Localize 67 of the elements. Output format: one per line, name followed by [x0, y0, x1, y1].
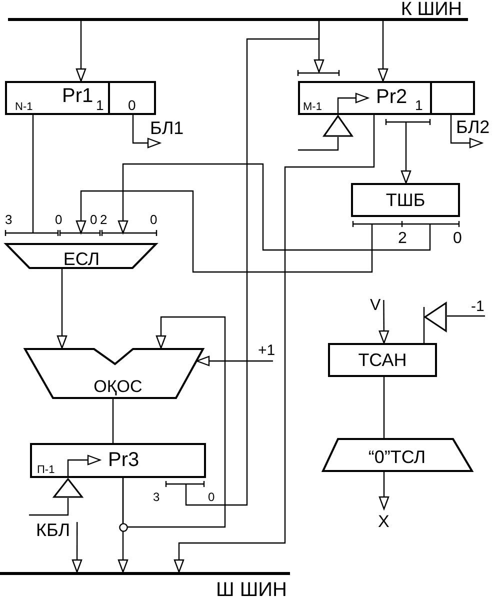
triangle-symbol — [323, 115, 353, 137]
arrow — [378, 300, 390, 344]
bit-index: П-1 — [37, 464, 55, 476]
block-label: “0”ТСЛ — [368, 448, 426, 466]
signal-label: БЛ2 — [456, 118, 490, 136]
arrow — [56, 269, 68, 349]
connector-line — [32, 115, 34, 233]
logic-block — [328, 343, 437, 377]
alu-block — [24, 348, 204, 399]
register-box — [30, 443, 206, 478]
signal-label: КБЛ — [36, 521, 70, 539]
register-label: Pr3 — [108, 450, 140, 470]
arrow — [72, 522, 82, 573]
arrow — [450, 115, 483, 148]
bit-index: 3 — [5, 213, 12, 226]
signal-label: X — [378, 513, 390, 530]
connector-line — [185, 21, 320, 506]
arrow — [118, 163, 431, 251]
block-label: ТШБ — [386, 191, 426, 209]
arrow — [67, 454, 101, 478]
bus-label: Ш ШИН — [216, 580, 287, 600]
signal-label: -1 — [471, 299, 484, 314]
bit-index: 0 — [208, 491, 215, 503]
block-label: ТСАН — [358, 351, 407, 369]
bit-index: 1 — [415, 98, 423, 112]
bit-index: 0 — [55, 213, 62, 226]
bit-index: 2 — [100, 213, 108, 226]
arrow — [196, 356, 273, 366]
trapezoid-block — [322, 438, 473, 472]
trapezoid-block — [5, 230, 157, 269]
register-box — [5, 81, 156, 115]
bit-index: M-1 — [303, 102, 322, 112]
signal-label: БЛ1 — [150, 119, 184, 137]
bit-index: 0 — [453, 231, 462, 247]
connector-line — [298, 137, 339, 151]
arrow — [378, 472, 390, 510]
block-label: ЕСЛ — [63, 250, 100, 268]
triangle-symbol — [424, 302, 447, 332]
arrow — [76, 21, 86, 82]
bus-label: К ШИН — [400, 0, 462, 19]
bit-index: 1 — [96, 98, 104, 112]
arrow — [132, 115, 161, 148]
bit-index: 2 — [398, 231, 407, 247]
arrow — [174, 115, 375, 573]
block-label: ОҚОС — [94, 378, 142, 395]
bit-index: 0 — [150, 213, 158, 226]
arrow — [76, 190, 373, 273]
connector-line — [447, 315, 485, 317]
bit-index: 0 — [128, 98, 136, 112]
logic-block — [351, 183, 460, 217]
bit-index: 0 — [90, 213, 98, 226]
connector-line — [29, 498, 69, 516]
arrow — [337, 92, 369, 115]
register-label: Pr1 — [62, 86, 94, 106]
triangle-symbol — [53, 478, 83, 498]
arrow — [378, 21, 388, 82]
arrow — [122, 316, 226, 528]
connector-line — [112, 399, 114, 443]
arrow — [400, 122, 412, 184]
signal-label: V — [370, 298, 381, 314]
bit-index: N-1 — [15, 102, 33, 112]
register-box — [298, 81, 475, 115]
signal-label: +1 — [258, 343, 276, 358]
connector-line — [423, 307, 425, 343]
connector-line — [383, 377, 385, 438]
bit-index: 3 — [153, 491, 160, 503]
register-label: Pr2 — [376, 87, 408, 108]
